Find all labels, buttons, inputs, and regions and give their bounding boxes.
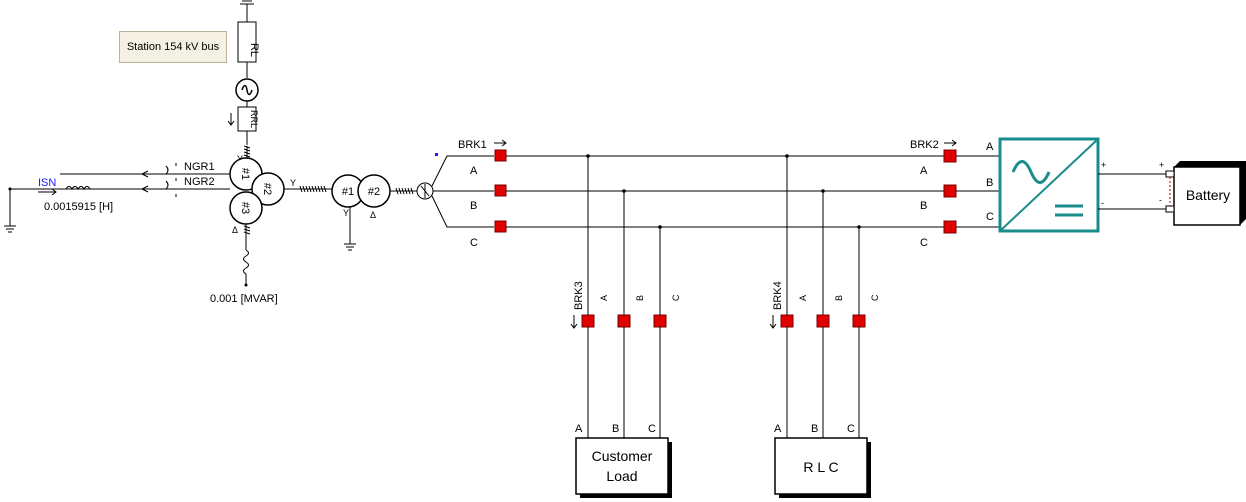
station-bus-note: Station 154 kV bus (119, 31, 227, 63)
xfmr-winding-3: #3 (239, 202, 251, 214)
battery-icon[interactable]: Battery (1165, 161, 1246, 226)
current-arrow-icon (227, 113, 235, 126)
brk1-label: BRK1 (458, 139, 487, 151)
selection-dot (435, 153, 438, 156)
delta-symbol: Δ (232, 225, 238, 235)
isn-arrow-icon (38, 188, 57, 196)
brk2-phase-b-label: B (920, 200, 927, 212)
ngr1-label: NGR1 (184, 161, 215, 173)
brk4-phase-b-label: B (834, 295, 844, 301)
voltage-source-icon[interactable] (235, 78, 259, 102)
brk3-phase-c[interactable] (653, 314, 667, 328)
converter-pin-b: B (986, 177, 993, 189)
inductance-label: 0.0015915 [H] (44, 201, 113, 213)
rrl-impedance[interactable]: RRL (237, 106, 259, 132)
load2-pin-a: A (774, 423, 782, 435)
converter-pin-c: C (986, 211, 994, 223)
load2-pin-c: C (847, 423, 855, 435)
ngr2-label: NGR2 (184, 176, 215, 188)
brk1-phase-a[interactable] (494, 149, 507, 162)
brk2-phase-c[interactable] (943, 220, 957, 234)
rrl-label: RRL (249, 110, 259, 128)
brk3-phase-a[interactable] (581, 314, 595, 328)
brk4-label: BRK4 (772, 281, 784, 310)
brk2-label: BRK2 (910, 139, 939, 151)
xfmr-winding-1: #1 (239, 168, 251, 180)
brk4-phase-c[interactable] (852, 314, 866, 328)
wye-symbol-2: Y (290, 178, 296, 188)
bus-splitter-icon[interactable] (416, 182, 434, 200)
brk4-phase-a-label: A (798, 295, 808, 301)
bus-phase-a-label: A (470, 165, 478, 177)
brk3-label: BRK3 (573, 281, 585, 310)
converter-pin-a: A (986, 141, 994, 153)
brk2-arrow-icon (944, 139, 957, 147)
brk3-phase-a-label: A (599, 295, 609, 301)
brk4-phase-b[interactable] (816, 314, 830, 328)
brk4-arrow-icon (769, 315, 777, 329)
brk3-phase-c-label: C (671, 294, 681, 301)
xfmr-winding-2: #2 (261, 183, 273, 195)
converter-icon[interactable] (998, 137, 1100, 233)
brk3-arrow-icon (570, 315, 578, 329)
grounding-inductor-icon[interactable] (65, 186, 91, 190)
brk3-phase-b[interactable] (617, 314, 631, 328)
rl-impedance[interactable]: RL (237, 21, 260, 63)
three-winding-transformer[interactable]: #1 #2 #3 (229, 157, 285, 225)
xfmr2-winding-2: #2 (368, 186, 380, 198)
brk2-phase-a-label: A (920, 165, 928, 177)
xfmr2-winding-1: #1 (342, 186, 354, 198)
brk4-phase-a[interactable] (780, 314, 794, 328)
rl-label: RL (248, 43, 260, 57)
rlc-load-block[interactable]: R L C (774, 437, 871, 498)
brk2-phase-a[interactable] (943, 149, 957, 163)
customer-load-block[interactable]: Customer Load (575, 437, 672, 498)
reactive-value-label: 0.001 [MVAR] (210, 293, 278, 305)
brk3-phase-b-label: B (635, 295, 645, 301)
battery-minus: - (1159, 195, 1162, 205)
load2-pin-b: B (811, 423, 818, 435)
brk1-phase-c[interactable] (494, 220, 507, 233)
bus-phase-c-label: C (470, 237, 478, 249)
load1-pin-a: A (575, 423, 583, 435)
transformer-ground-icon (344, 243, 356, 251)
converter-plus: + (1101, 160, 1106, 170)
brk2-phase-b[interactable] (943, 184, 957, 198)
customer-load-line1: Customer (592, 448, 653, 464)
brk1-arrow-icon (494, 139, 507, 147)
wye-symbol-3: Y (343, 208, 349, 218)
bus-phase-b-label: B (470, 200, 477, 212)
reactor-icon[interactable] (243, 249, 249, 287)
rlc-label: R L C (803, 459, 838, 475)
brk2-phase-c-label: C (920, 237, 928, 249)
splitter-phase-lines (431, 155, 494, 228)
delta-symbol-2: Δ (370, 210, 376, 220)
brk4-phase-c-label: C (870, 294, 880, 301)
load1-pin-c: C (648, 423, 656, 435)
top-ground-icon (240, 0, 254, 22)
isn-label: ISN (38, 177, 56, 189)
battery-label: Battery (1186, 187, 1230, 203)
converter-minus: - (1101, 198, 1104, 208)
brk1-phase-b[interactable] (494, 184, 507, 197)
two-winding-transformer[interactable]: #1 #2 (331, 174, 391, 208)
left-ground-icon (4, 225, 16, 233)
customer-load-line2: Load (606, 468, 637, 484)
battery-plus: + (1159, 160, 1164, 170)
load1-pin-b: B (612, 423, 619, 435)
